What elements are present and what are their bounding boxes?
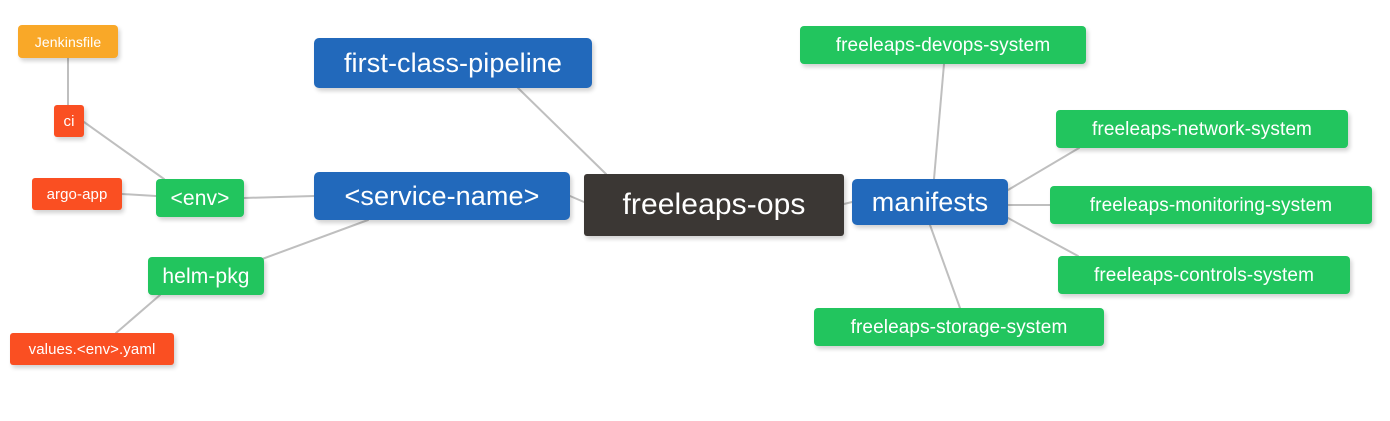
node-valuesyaml[interactable]: values.<env>.yaml — [10, 333, 174, 365]
node-storage[interactable]: freeleaps-storage-system — [814, 308, 1104, 346]
node-label-devops: freeleaps-devops-system — [835, 34, 1051, 56]
edge-root-to-manifests — [843, 201, 853, 205]
node-controls[interactable]: freeleaps-controls-system — [1058, 256, 1350, 294]
edge-root-to-svc — [569, 195, 585, 203]
node-label-argoapp: argo-app — [46, 185, 108, 203]
node-label-controls: freeleaps-controls-system — [1093, 264, 1315, 286]
node-manifests[interactable]: manifests — [852, 179, 1008, 225]
node-label-env: <env> — [170, 186, 230, 210]
node-root[interactable]: freeleaps-ops — [584, 174, 844, 236]
node-jenkins[interactable]: Jenkinsfile — [18, 25, 118, 58]
node-ci[interactable]: ci — [54, 105, 84, 137]
node-label-network: freeleaps-network-system — [1092, 118, 1312, 140]
edge-svc-to-helmpkg — [253, 219, 369, 263]
node-devops[interactable]: freeleaps-devops-system — [800, 26, 1086, 64]
node-label-jenkins: Jenkinsfile — [34, 33, 102, 50]
node-pipeline[interactable]: first-class-pipeline — [314, 38, 592, 88]
node-label-storage: freeleaps-storage-system — [850, 316, 1068, 338]
node-helmpkg[interactable]: helm-pkg — [148, 257, 264, 295]
edge-env-to-argoapp — [121, 193, 157, 197]
edge-manifests-to-storage — [929, 224, 961, 309]
node-network[interactable]: freeleaps-network-system — [1056, 110, 1348, 148]
node-svc[interactable]: <service-name> — [314, 172, 570, 220]
node-label-manifests: manifests — [871, 186, 989, 217]
node-argoapp[interactable]: argo-app — [32, 178, 122, 210]
edge-helmpkg-to-valuesyaml — [115, 294, 161, 334]
node-label-pipeline: first-class-pipeline — [343, 47, 563, 78]
edge-env-to-ci — [83, 121, 165, 180]
node-label-ci: ci — [63, 112, 75, 130]
node-env[interactable]: <env> — [156, 179, 244, 217]
edge-manifests-to-devops — [933, 63, 945, 180]
node-label-root: freeleaps-ops — [622, 188, 806, 221]
edge-root-to-pipeline — [517, 87, 607, 175]
node-label-valuesyaml: values.<env>.yaml — [28, 340, 156, 358]
edge-manifests-to-network — [1007, 147, 1080, 191]
node-label-svc: <service-name> — [344, 180, 540, 211]
node-monitoring[interactable]: freeleaps-monitoring-system — [1050, 186, 1372, 224]
edge-svc-to-env — [243, 195, 315, 199]
node-label-helmpkg: helm-pkg — [162, 264, 250, 288]
node-label-monitoring: freeleaps-monitoring-system — [1089, 194, 1333, 216]
